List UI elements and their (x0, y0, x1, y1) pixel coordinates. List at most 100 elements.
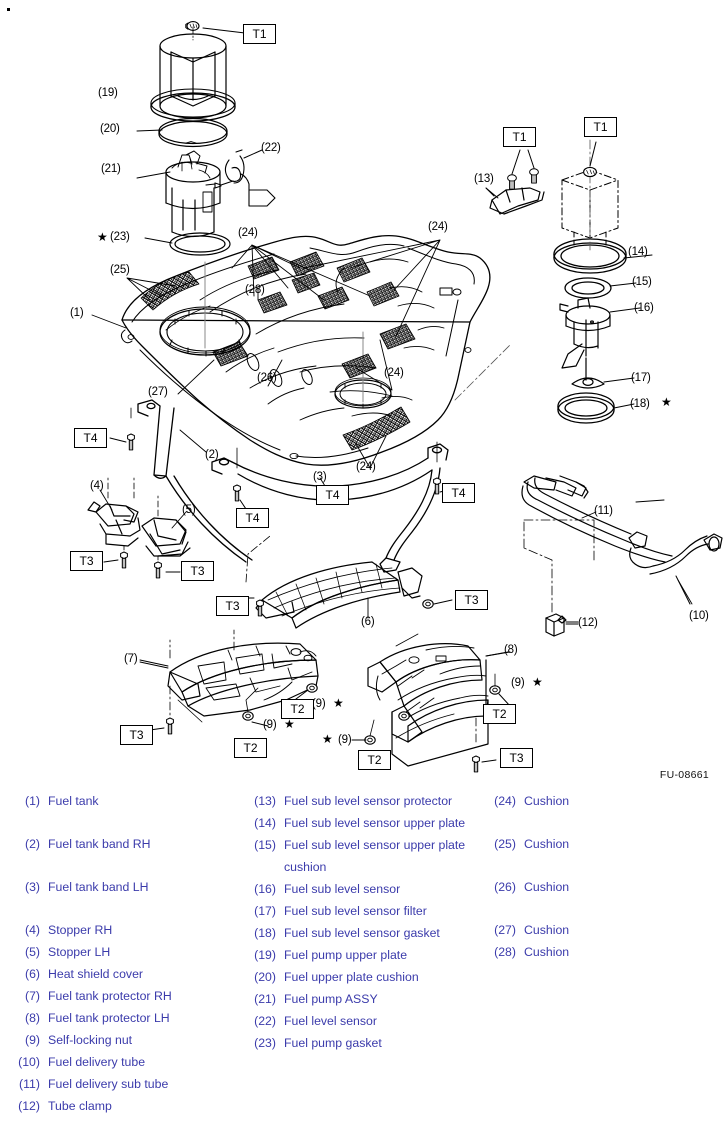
legend-item: (3) Fuel tank band LH (14, 876, 250, 898)
exploded-diagram: (19) (20) (21) (22) ★ (23) (25) (1) (24)… (70, 21, 723, 781)
diagram-canvas (87, 21, 723, 773)
legend-item: (25) Cushion (490, 833, 710, 855)
legend-item: (6) Heat shield cover (14, 963, 250, 985)
callout-25: (25) (110, 264, 130, 276)
legend-label: Cushion (524, 945, 570, 959)
torque-tag-t1-b: T1 (503, 127, 536, 147)
torque-tag-t3-a: T3 (70, 551, 103, 571)
legend-label: Fuel sub level sensor upper plate (284, 816, 466, 830)
torque-tag-t4-c: T4 (442, 483, 475, 503)
legend-number: (4) (24, 923, 40, 937)
torque-tag-t3-e: T3 (120, 725, 153, 745)
callout-15: (15) (632, 276, 652, 288)
legend-label: Fuel tank band LH (48, 880, 149, 894)
torque-tag-t2-b: T2 (234, 738, 267, 758)
callout-21: (21) (101, 163, 121, 175)
star-marker-9-b: ★ (284, 717, 295, 731)
callout-8: (8) (504, 644, 518, 656)
star-marker-23: ★ (97, 230, 108, 244)
legend-number: (26) (494, 880, 516, 894)
parts-legend: (1) Fuel tank (2) Fuel tank band RH (3) … (0, 790, 723, 1133)
legend-item: (28) Cushion (490, 941, 710, 963)
legend-number: (18) (254, 926, 276, 940)
legend-number: (3) (24, 880, 40, 894)
legend-number: (28) (494, 945, 516, 959)
legend-item: (24) Cushion (490, 790, 710, 812)
star-marker-18: ★ (661, 395, 672, 409)
callout-14: (14) (628, 246, 648, 258)
callout-24-b: (24) (428, 221, 448, 233)
legend-item: (11) Fuel delivery sub tube (14, 1073, 250, 1095)
legend-number: (7) (24, 989, 40, 1003)
legend-number: (15) (254, 838, 276, 852)
callout-3: (3) (313, 471, 327, 483)
callout-4: (4) (90, 480, 104, 492)
legend-number: (12) (18, 1099, 40, 1113)
legend-item: (23) Fuel pump gasket (250, 1032, 490, 1054)
legend-number: (1) (24, 794, 40, 808)
callout-10: (10) (689, 610, 709, 622)
legend-number: (14) (254, 816, 276, 830)
legend-item: (19) Fuel pump upper plate (250, 944, 490, 966)
callout-24-a: (24) (238, 227, 258, 239)
legend-item: (22) Fuel level sensor (250, 1010, 490, 1032)
legend-number: (17) (254, 904, 276, 918)
callout-9-c: (9) (338, 734, 352, 746)
legend-number: (27) (494, 923, 516, 937)
torque-tag-t3-d: T3 (455, 590, 488, 610)
torque-tag-t1-a: T1 (243, 24, 276, 44)
legend-item: (12) Tube clamp (14, 1095, 250, 1117)
callout-12: (12) (578, 617, 598, 629)
torque-tag-t2-c: T2 (483, 704, 516, 724)
callout-28: (28) (245, 284, 265, 296)
callout-23: (23) (110, 231, 130, 243)
legend-item: (2) Fuel tank band RH (14, 833, 250, 855)
callout-24-d: (24) (356, 461, 376, 473)
legend-column-2: (13) Fuel sub level sensor protector (14… (250, 790, 490, 1054)
legend-label: Fuel tank protector RH (48, 989, 172, 1003)
legend-item: (1) Fuel tank (14, 790, 250, 812)
legend-item: (16) Fuel sub level sensor (250, 878, 490, 900)
legend-column-1: (1) Fuel tank (2) Fuel tank band RH (3) … (14, 790, 250, 1117)
legend-item: (10) Fuel delivery tube (14, 1051, 250, 1073)
callout-11: (11) (594, 505, 613, 517)
callout-16: (16) (634, 302, 654, 314)
legend-item: (9) Self-locking nut (14, 1029, 250, 1051)
torque-tag-t3-b: T3 (181, 561, 214, 581)
torque-tag-t4-b: T4 (236, 508, 269, 528)
star-marker-9-a: ★ (333, 696, 344, 710)
legend-item: (21) Fuel pump ASSY (250, 988, 490, 1010)
callout-24-c: (24) (384, 367, 404, 379)
legend-label: Fuel sub level sensor upper plate cushio… (284, 838, 466, 874)
legend-number: (2) (24, 837, 40, 851)
legend-number: (13) (254, 794, 276, 808)
torque-tag-t2-d: T2 (358, 750, 391, 770)
legend-label: Fuel sub level sensor filter (284, 904, 427, 918)
legend-number: (11) (19, 1077, 40, 1091)
legend-label: Heat shield cover (48, 967, 144, 981)
callout-27: (27) (148, 386, 168, 398)
legend-number: (25) (494, 837, 516, 851)
figure-id: FU-08661 (659, 769, 709, 781)
legend-number: (21) (254, 992, 276, 1006)
legend-label: Fuel pump upper plate (284, 948, 408, 962)
callout-6: (6) (361, 616, 375, 628)
callout-13: (13) (474, 173, 494, 185)
callout-19: (19) (98, 87, 118, 99)
torque-tag-t4-d: T4 (316, 485, 349, 505)
legend-label: Fuel level sensor (284, 1014, 377, 1028)
legend-number: (22) (254, 1014, 276, 1028)
legend-item: (18) Fuel sub level sensor gasket (250, 922, 490, 944)
legend-label: Stopper RH (48, 923, 113, 937)
legend-item: (5) Stopper LH (14, 941, 250, 963)
callout-9-a: (9) (312, 698, 326, 710)
legend-item: (7) Fuel tank protector RH (14, 985, 250, 1007)
legend-label: Cushion (524, 880, 570, 894)
legend-label: Cushion (524, 837, 570, 851)
legend-item: (4) Stopper RH (14, 919, 250, 941)
legend-number: (10) (18, 1055, 40, 1069)
callout-5: (5) (182, 504, 196, 516)
callout-9-b: (9) (263, 719, 277, 731)
star-marker-9-d: ★ (532, 675, 543, 689)
callout-20: (20) (100, 123, 120, 135)
